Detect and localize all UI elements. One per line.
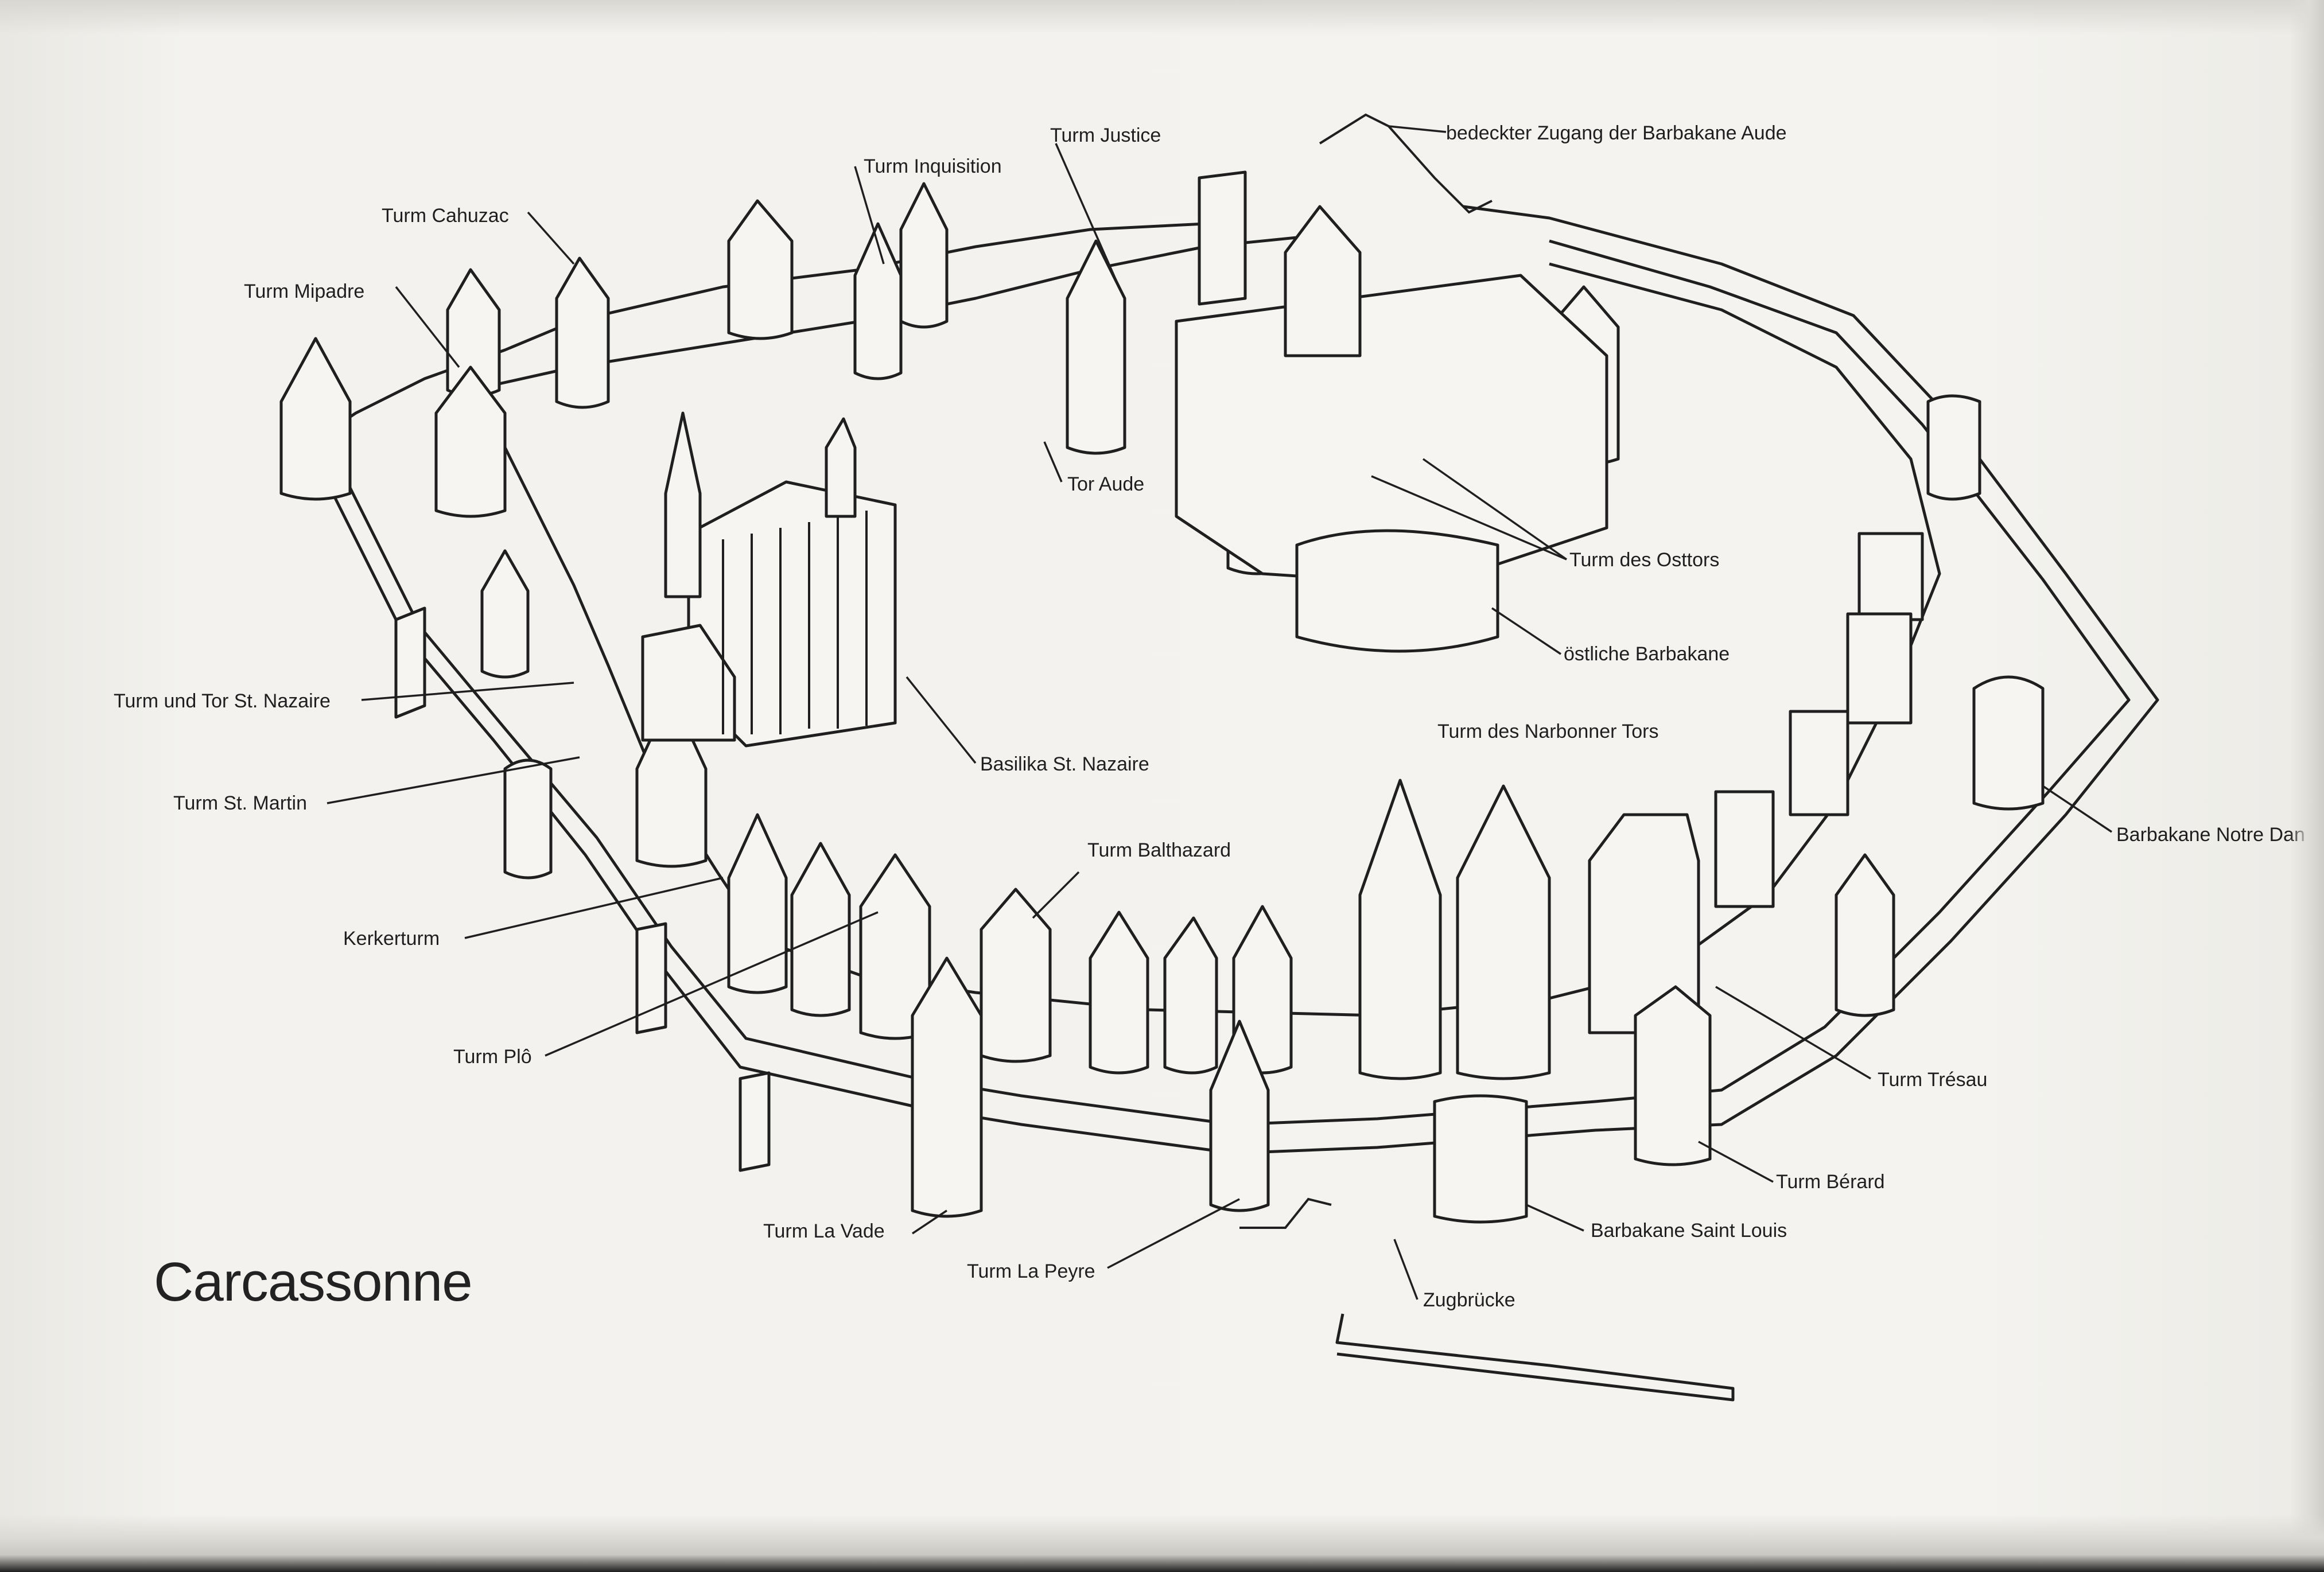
label-turm-la-vade: Turm La Vade [763, 1220, 885, 1242]
label-turm-justice: Turm Justice [1050, 124, 1161, 146]
label-turm-tresau: Turm Trésau [1878, 1069, 1988, 1091]
label-turm-plo: Turm Plô [453, 1046, 532, 1068]
label-turm-berard: Turm Bérard [1776, 1171, 1885, 1193]
label-turm-mipadre: Turm Mipadre [244, 281, 365, 302]
label-kerkerturm: Kerkerturm [343, 928, 440, 950]
label-turm-balthazard: Turm Balthazard [1087, 839, 1231, 861]
label-oestliche-barbakane: östliche Barbakane [1564, 643, 1730, 665]
label-turm-cahuzac: Turm Cahuzac [382, 205, 509, 227]
label-turm-inquisition: Turm Inquisition [864, 155, 1002, 177]
page-top-shadow [0, 0, 2324, 34]
page-bottom-edge [0, 1515, 2324, 1572]
drawbridge [1239, 1197, 1735, 1402]
chateau-comtal [1175, 113, 1608, 653]
label-basilika-st-nazaire: Basilika St. Nazaire [980, 753, 1149, 775]
label-bedeckter-zugang: bedeckter Zugang der Barbakane Aude [1446, 122, 1787, 144]
page-right-edge [2290, 0, 2324, 1572]
label-barbakane-saint-louis: Barbakane Saint Louis [1591, 1220, 1787, 1242]
label-barbakane-notre-dame: Barbakane Notre Dan [2116, 824, 2305, 846]
basilica [641, 411, 897, 748]
label-turm-la-peyre: Turm La Peyre [967, 1260, 1095, 1282]
label-turm-st-martin: Turm St. Martin [173, 792, 307, 814]
page-title: Carcassonne [154, 1251, 473, 1313]
label-zugbruecke: Zugbrücke [1423, 1289, 1515, 1311]
label-turm-des-narbonner-tors: Turm des Narbonner Tors [1437, 721, 1659, 742]
leader-lines [327, 125, 2112, 1300]
label-turm-und-tor-st-nazaire: Turm und Tor St. Nazaire [114, 690, 331, 712]
label-tor-aude: Tor Aude [1067, 473, 1145, 495]
label-turm-des-osttors: Turm des Osttors [1569, 549, 1720, 571]
